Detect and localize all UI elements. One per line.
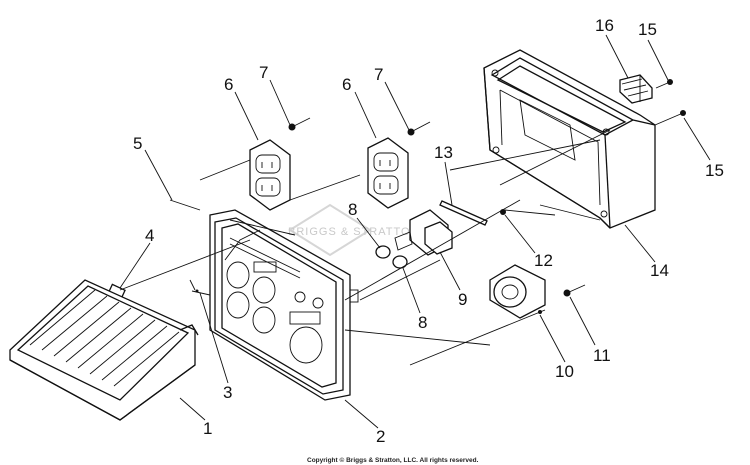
callout-8-bottom: 8 (418, 313, 427, 332)
part-8-caps (375, 245, 408, 269)
callout-15-bottom: 15 (705, 161, 724, 180)
callout-7-right: 7 (374, 65, 383, 84)
callout-leaders (119, 34, 711, 429)
callout-10: 10 (555, 362, 574, 381)
part-15-screws (654, 79, 686, 126)
leader-lines (119, 129, 611, 366)
part-3-decal (189, 279, 199, 293)
watermark-text: BRIGGS & STRATTON (288, 226, 420, 238)
callout-4: 4 (145, 226, 154, 245)
copyright-notice: Copyright © Briggs & Stratton, LLC. All … (307, 456, 479, 464)
callout-14: 14 (650, 261, 669, 280)
part-13-rod (439, 200, 488, 226)
callout-13: 13 (434, 143, 453, 162)
callout-labels: 1 2 3 4 5 6 6 7 7 8 8 9 10 11 12 13 14 1… (133, 16, 724, 446)
callout-15-top: 15 (638, 20, 657, 39)
callout-5: 5 (133, 134, 142, 153)
callout-7-left: 7 (259, 63, 268, 82)
part-6-receptacle-left (249, 139, 291, 211)
callout-2: 2 (376, 427, 385, 446)
callout-6-right: 6 (342, 75, 351, 94)
part-1-cover (9, 279, 199, 421)
callout-3: 3 (223, 383, 232, 402)
part-11-nut (563, 284, 586, 297)
part-7-nuts (288, 117, 431, 136)
callout-16: 16 (595, 16, 614, 35)
part-10-twistlock-receptacle (489, 264, 546, 319)
callout-9: 9 (458, 290, 467, 309)
part-14-housing (483, 49, 656, 229)
callout-12: 12 (534, 251, 553, 270)
callout-11: 11 (593, 346, 611, 365)
callout-8-top: 8 (348, 200, 357, 219)
part-6-receptacle-right (367, 137, 409, 209)
callout-1: 1 (203, 419, 212, 438)
part-5-screw (169, 199, 201, 211)
part-2-control-panel (209, 209, 359, 401)
callout-6-left: 6 (224, 75, 233, 94)
part-9-breakers (394, 209, 453, 256)
part-16-terminal-block (619, 74, 653, 104)
watermark-logo: BRIGGS & STRATTON (288, 203, 420, 257)
